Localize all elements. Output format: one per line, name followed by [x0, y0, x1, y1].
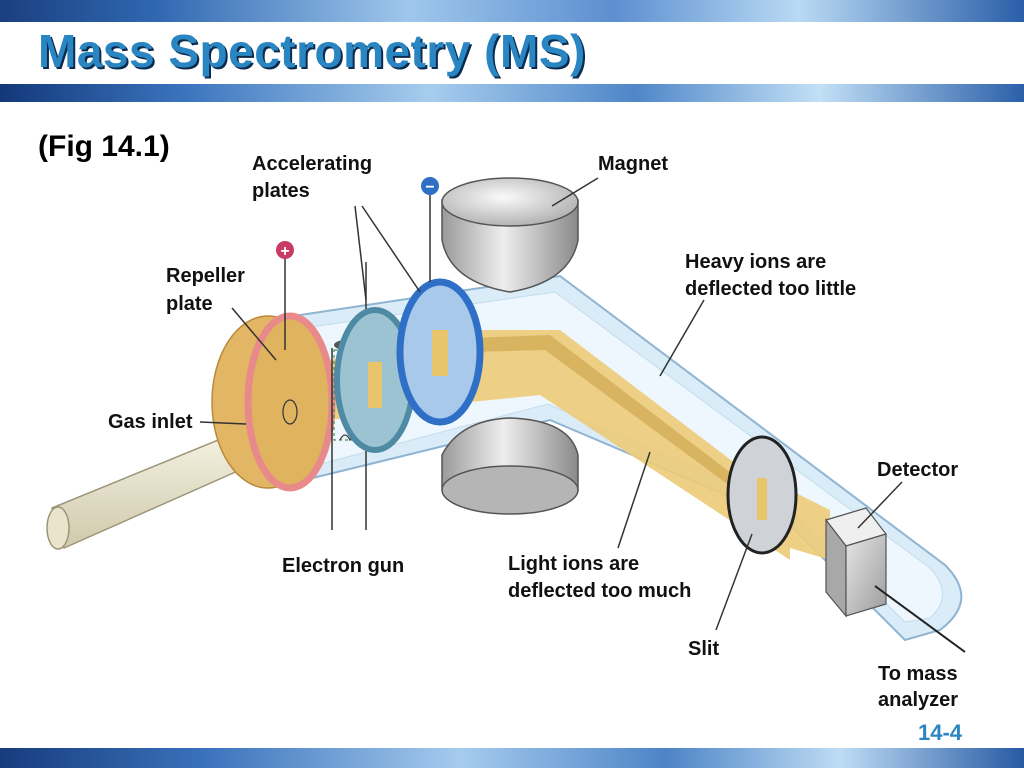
positive-electrode: +: [276, 241, 294, 350]
label-gas-inlet: Gas inlet: [108, 411, 193, 433]
accelerating-plate-2: [396, 278, 484, 426]
label-accelerating-plates: Accelerating plates: [252, 153, 378, 202]
figure-reference: (Fig 14.1): [38, 130, 170, 163]
magnet-bottom: [441, 417, 579, 515]
top-banner: [0, 0, 1024, 22]
label-heavy-ions: Heavy ions are deflected too little: [685, 251, 856, 300]
bottom-banner: [0, 748, 1024, 768]
label-electron-gun: Electron gun: [282, 555, 404, 577]
label-detector: Detector: [877, 459, 958, 481]
label-slit: Slit: [688, 638, 719, 660]
negative-electrode: −: [421, 177, 439, 282]
accelerating-plate-1: [334, 307, 416, 453]
slide-title: Mass Spectrometry (MS): [38, 25, 586, 77]
slide-page-number: 14-4: [918, 720, 963, 745]
slit-plate: [726, 435, 798, 555]
magnet-top: [441, 177, 579, 293]
title-underline-banner: [0, 84, 1024, 102]
analyzer-cable: [874, 585, 966, 653]
negative-sign: −: [425, 179, 434, 196]
positive-sign: +: [280, 243, 289, 260]
gas-inlet-pipe: [46, 435, 241, 550]
label-to-mass-analyzer: To mass analyzer: [878, 663, 963, 711]
label-repeller-plate: Repeller plate: [166, 265, 251, 315]
label-magnet: Magnet: [598, 153, 668, 175]
leader-lines: [199, 177, 903, 631]
detector: [824, 507, 888, 618]
label-light-ions: Light ions are deflected too much: [508, 553, 691, 602]
